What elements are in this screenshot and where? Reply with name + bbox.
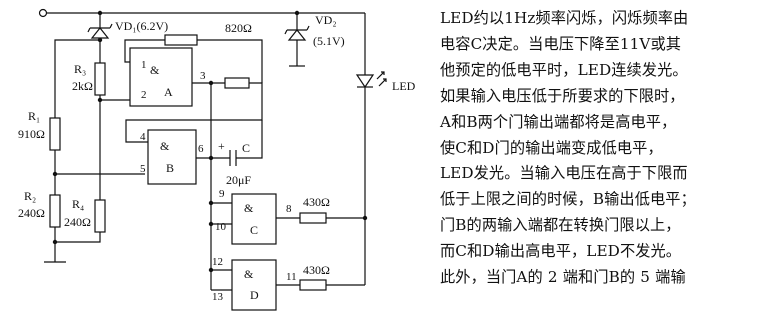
zener-diode-vd2 — [284, 13, 310, 67]
gate-c — [231, 193, 277, 245]
r3-label: R₃ — [74, 62, 86, 76]
description-line: 低于上限之间的时候，B输出低电平； — [440, 190, 696, 209]
gate-b-symbol: & — [160, 139, 170, 153]
wire — [55, 232, 101, 243]
description-line: 此外，当门A的 2 端和门B的 5 端输 — [440, 268, 686, 287]
description-line: A和B两个门输出端都将是高电平， — [440, 112, 677, 131]
circuit-schematic: VD₁(6.2V) VD₂ (5.1V) LED R₃ 2kΩ R₁ 910Ω … — [18, 8, 416, 311]
gate-b-pin4: 4 — [140, 131, 146, 143]
vd2-value: (5.1V) — [313, 34, 345, 48]
wire — [197, 39, 263, 83]
input-terminal — [38, 8, 48, 18]
wire — [124, 39, 165, 63]
r1-top-label: R₁ — [28, 109, 40, 123]
description-text: LED约以1Hz频率闪烁，闪烁频率由 电容C决定。当电压下降至11V或其 他预定… — [440, 6, 758, 291]
junction-dot — [52, 239, 58, 245]
gate-d-pin12: 12 — [212, 256, 223, 268]
cap-plus: + — [218, 139, 225, 153]
gate-b — [147, 129, 197, 185]
description-line: 使C和D门的输出端变成低电平， — [440, 138, 663, 157]
r3-value: 2kΩ — [72, 79, 93, 93]
wire — [54, 39, 100, 118]
gate-a-symbol: & — [150, 63, 160, 77]
junction-dot — [362, 215, 368, 221]
r4-value: 240Ω — [64, 215, 91, 229]
wire — [236, 120, 263, 159]
resistor-430-c — [299, 212, 327, 224]
junction-dot — [52, 171, 58, 177]
description-line: LED约以1Hz频率闪烁，闪烁频率由 — [440, 9, 689, 27]
gate-a-name: A — [164, 85, 173, 99]
gate-d-name: D — [250, 288, 259, 302]
gate-c-pin10: 10 — [215, 221, 227, 233]
r430-d-label: 430Ω — [303, 263, 330, 277]
cap-value: 20μF — [226, 173, 251, 187]
r820-label: 820Ω — [225, 21, 252, 35]
cap-label: C — [242, 141, 250, 155]
gate-c-name: C — [250, 223, 258, 237]
gate-b-name: B — [166, 161, 174, 175]
description-line: 如果输入电压低于所要求的下限时， — [440, 86, 685, 105]
led-label: LED — [392, 79, 416, 93]
resistor-820 — [164, 34, 198, 46]
gate-a — [129, 47, 193, 107]
r2-label: R₂ — [24, 189, 36, 203]
junction-dot — [97, 97, 103, 103]
junction-dot — [97, 37, 103, 43]
description-line: 他预定的低电平时，LED连续发光。 — [440, 60, 688, 79]
zener-diode-vd1 — [87, 13, 113, 58]
r1-top-value: 910Ω — [18, 127, 45, 141]
vd1-label: VD₁(6.2V) — [115, 19, 168, 33]
gate-d-pin11: 11 — [286, 271, 297, 283]
resistor-r2 — [49, 194, 61, 228]
resistor-r1 — [49, 117, 61, 151]
gate-a-pin1: 1 — [141, 59, 147, 71]
resistor-r3 — [94, 62, 106, 96]
junction-dot — [208, 221, 214, 227]
led-symbol — [355, 13, 387, 285]
gate-d — [231, 259, 277, 311]
resistor-r4 — [94, 199, 106, 233]
gate-d-pin13: 13 — [212, 291, 224, 303]
wire — [125, 82, 263, 143]
resistor-430-d — [299, 279, 327, 291]
junction-dot — [208, 200, 214, 206]
r430-c-label: 430Ω — [303, 195, 330, 209]
r2-value: 240Ω — [18, 206, 45, 220]
capacitor-c — [229, 150, 237, 166]
description-line: LED发光。当输入电压在高于下限而 — [440, 164, 688, 183]
gate-c-pin9: 9 — [219, 188, 225, 200]
description-line: 门B的两输入端都在转换门限以上， — [440, 216, 681, 235]
gate-c-pin8: 8 — [286, 203, 292, 215]
gate-c-symbol: & — [244, 201, 254, 215]
resistor-a-out — [224, 77, 250, 89]
gate-d-symbol: & — [244, 267, 254, 281]
description-line: 而C和D输出高电平，LED不发光。 — [440, 242, 682, 261]
gate-a-pin2: 2 — [141, 89, 147, 101]
vd2-label: VD₂ — [315, 13, 337, 27]
gate-a-pin3: 3 — [200, 70, 206, 82]
r4-label: R₄ — [72, 197, 84, 211]
gate-b-pin6: 6 — [198, 143, 204, 155]
description-line: 电容C决定。当电压下降至11V或其 — [440, 34, 682, 53]
junction-dot — [208, 267, 214, 273]
gate-b-pin5: 5 — [140, 163, 146, 175]
